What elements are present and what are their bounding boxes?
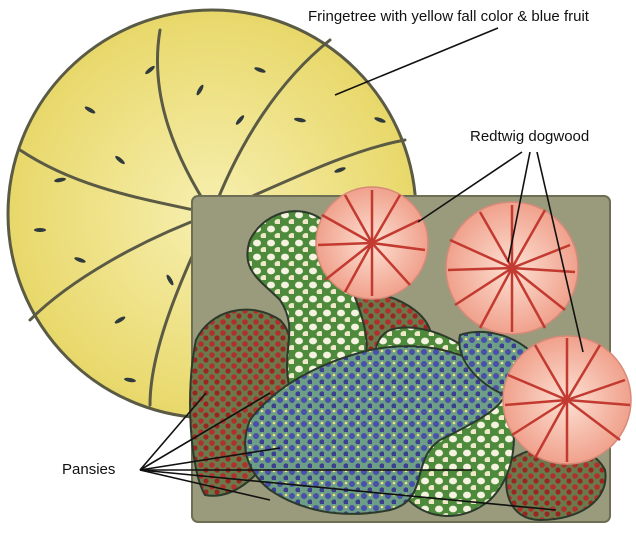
- fringetree-label: Fringetree with yellow fall color & blue…: [308, 8, 589, 25]
- redtwig-dogwood-3: [503, 336, 631, 464]
- redtwig-dogwood-2: [446, 202, 578, 334]
- pansies-label: Pansies: [62, 461, 115, 478]
- redtwig-dogwood-label: Redtwig dogwood: [470, 128, 589, 145]
- redtwig-dogwood-1: [316, 187, 428, 299]
